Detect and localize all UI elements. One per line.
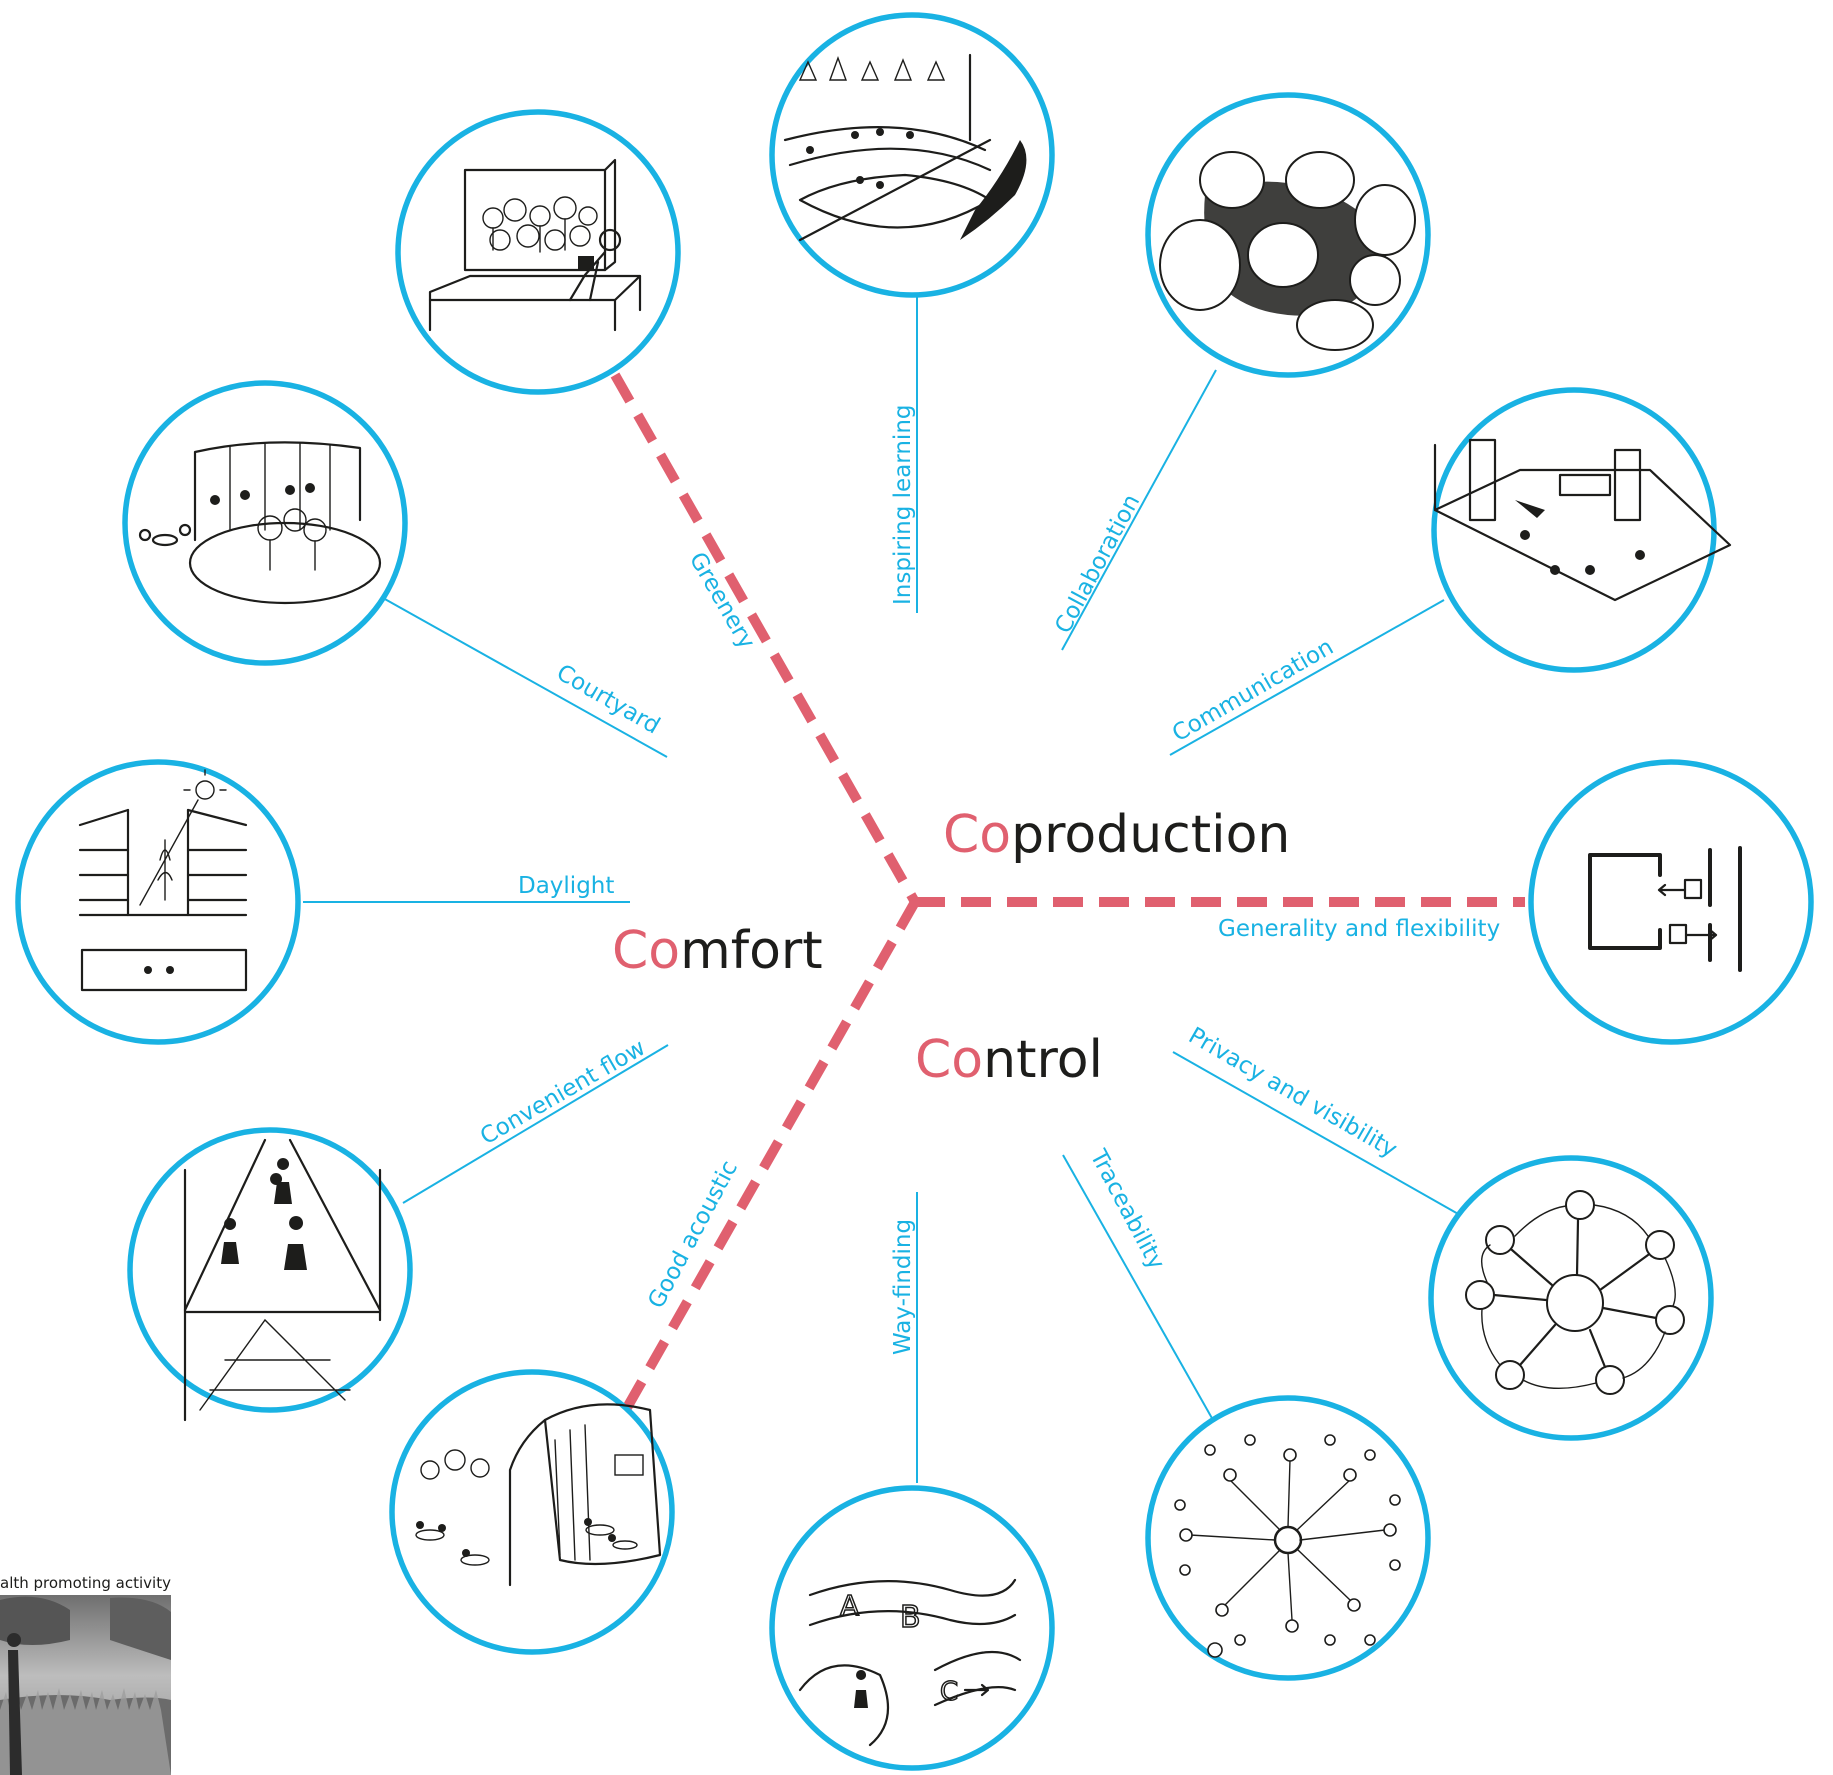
tree-network-sketch-icon xyxy=(1145,1395,1431,1681)
comfort-label: Comfort xyxy=(612,921,823,981)
network-circles-sketch-icon xyxy=(1428,1155,1714,1441)
label-convenient-flow: Convenient flow xyxy=(476,1035,650,1150)
daylight-section-sketch-icon xyxy=(15,759,301,1045)
corner-caption: alth promoting activity xyxy=(0,1574,171,1592)
svg-text:A: A xyxy=(840,1589,859,1622)
label-collaboration: Collaboration xyxy=(1050,490,1145,638)
central-labels: Coproduction Comfort Control xyxy=(612,805,1290,1090)
cluster-rooms-sketch-icon xyxy=(1145,92,1431,378)
meeting-space-sketch-icon xyxy=(1431,387,1732,673)
svg-text:B: B xyxy=(900,1600,921,1635)
nature-photo-icon xyxy=(0,1595,171,1775)
reading-nook-sketch-icon xyxy=(395,109,681,395)
corridor-flow-sketch-icon xyxy=(127,1127,413,1422)
label-generality-flexibility: Generality and flexibility xyxy=(1218,916,1500,942)
courtyard-sketch-icon xyxy=(122,380,408,666)
label-inspiring-learning: Inspiring learning xyxy=(890,405,916,606)
label-traceability: Traceability xyxy=(1084,1145,1169,1274)
coproduction-label: Coproduction xyxy=(943,805,1290,865)
connector-lines xyxy=(303,296,1461,1483)
label-courtyard: Courtyard xyxy=(552,660,664,740)
wayfinding-abc-sketch-icon: A B C xyxy=(769,1485,1055,1771)
acoustic-rooms-sketch-icon xyxy=(389,1369,675,1655)
label-privacy-visibility: Privacy and visibility xyxy=(1184,1023,1401,1163)
flexible-plan-sketch-icon xyxy=(1528,759,1814,1045)
amphitheater-sketch-icon xyxy=(769,12,1055,298)
label-daylight: Daylight xyxy=(518,873,614,899)
label-communication: Communication xyxy=(1168,634,1338,747)
svg-text:C: C xyxy=(940,1677,958,1707)
label-greenery: Greenery xyxy=(684,548,760,654)
dashed-arms xyxy=(610,372,1525,1423)
control-label: Control xyxy=(915,1030,1103,1090)
topic-labels: Greenery Inspiring learning Collaboratio… xyxy=(476,405,1500,1356)
label-way-finding: Way-finding xyxy=(890,1219,916,1355)
